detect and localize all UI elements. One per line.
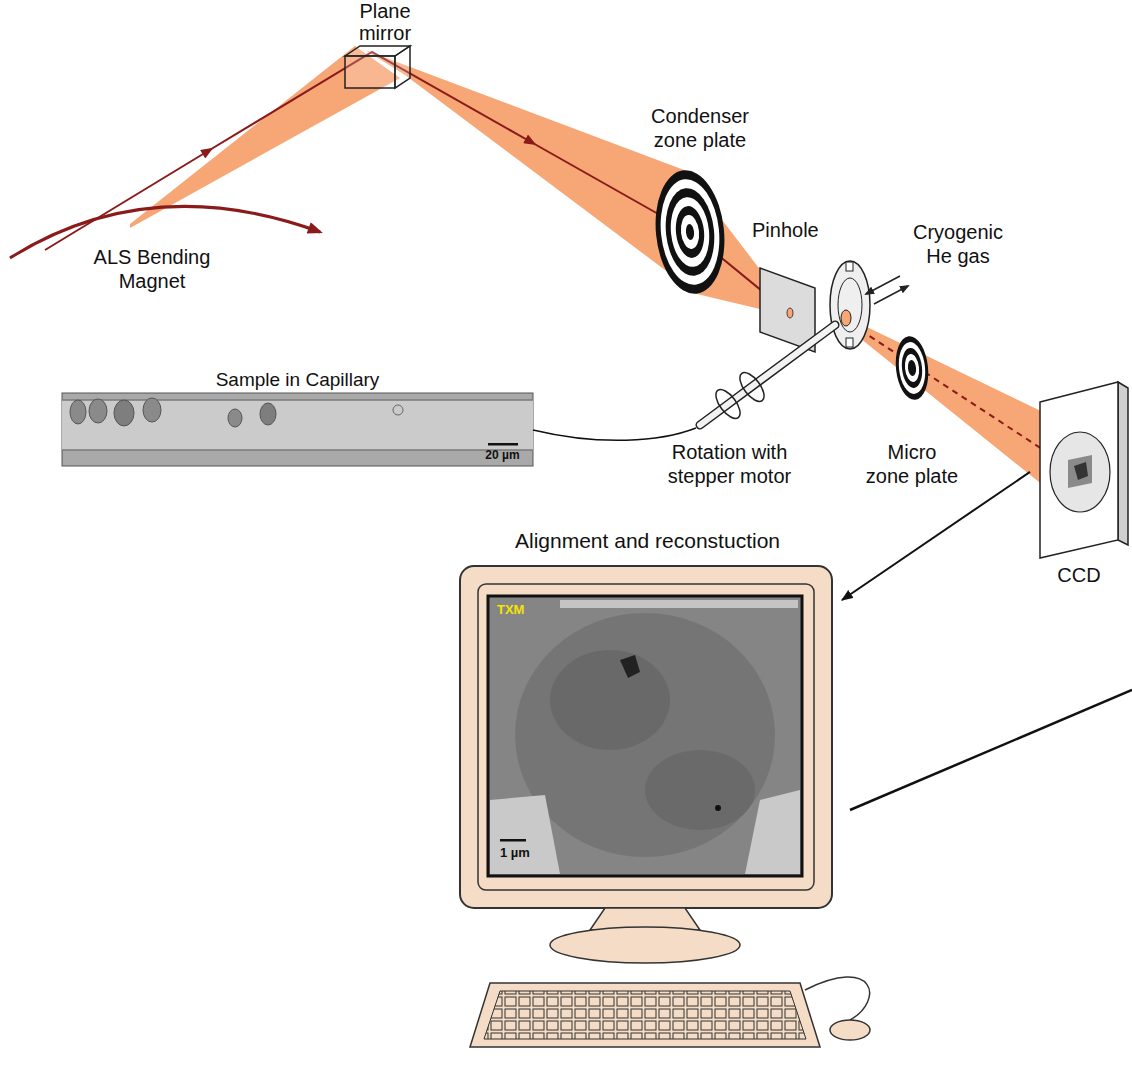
scale-bar	[500, 839, 526, 842]
ccd-image-blob	[1074, 462, 1088, 480]
cell	[228, 409, 242, 427]
part-name: CCD	[1030, 563, 1128, 587]
monitor-base	[550, 927, 740, 963]
capillary-micrograph	[62, 393, 533, 466]
mirror-front	[345, 56, 395, 88]
part-label: Plane mirror	[335, 0, 435, 44]
rotation-indicator	[711, 386, 744, 423]
zone-ring	[650, 167, 731, 297]
ccd-side	[1118, 382, 1128, 545]
monitor-heading: Alignment and reconstuction	[455, 528, 840, 553]
central-ray-dashed	[842, 318, 1068, 466]
rotation-rod	[700, 325, 835, 425]
sample-holder-wheel	[830, 261, 870, 349]
image-dot	[715, 805, 721, 811]
cell	[393, 405, 403, 415]
zone-ring	[679, 214, 700, 250]
x-ray-beam	[130, 46, 400, 228]
gas-inflow-arrow	[866, 276, 900, 294]
capillary-channel	[62, 400, 533, 450]
sample-leader-line	[533, 428, 696, 440]
micro-zone-plate	[893, 335, 932, 402]
screen-light-region	[490, 795, 560, 874]
pinhole-plate	[760, 268, 815, 352]
part-label: Micro zone plate	[864, 440, 960, 488]
zone-ring	[673, 205, 706, 260]
mouse	[830, 1020, 870, 1040]
cell-image	[515, 613, 775, 857]
ccd-window	[1050, 432, 1110, 512]
x-ray-beam	[365, 50, 697, 294]
zone-ring	[904, 353, 921, 382]
sample-position	[841, 310, 851, 326]
scale-label: 1 µm	[500, 845, 560, 861]
mirror-side	[395, 46, 410, 88]
keyboard	[470, 983, 820, 1047]
cell	[89, 399, 107, 423]
cell-image	[550, 650, 670, 750]
wheel-rim	[830, 261, 870, 349]
zone-ring	[907, 360, 917, 377]
capillary-background	[62, 393, 533, 466]
ccd-detector-drawing	[1040, 382, 1128, 558]
leader-line	[850, 690, 1132, 810]
scale-label: 20 µm	[475, 448, 530, 462]
cell	[114, 400, 134, 426]
zone-ring	[656, 176, 725, 287]
computer-drawing	[460, 566, 870, 1047]
connector-arrow	[842, 472, 1030, 600]
cell	[143, 398, 161, 422]
mouse-cable	[805, 977, 870, 1020]
part-label: Condenser zone plate	[640, 104, 760, 152]
zone-ring	[662, 186, 719, 279]
monitor-bezel	[478, 584, 814, 890]
wheel-slot	[846, 338, 853, 347]
image-tag: TXM	[497, 602, 557, 618]
wheel-ring	[838, 278, 862, 332]
rotation-indicator	[735, 369, 768, 406]
computer-monitor: Alignment and reconstuctionTXM 1 µm	[455, 528, 842, 1063]
capillary-wall	[62, 399, 533, 401]
ccd-detector: CCD	[1030, 378, 1130, 590]
pinhole	[787, 308, 793, 318]
zone-ring	[896, 341, 927, 395]
zone-ring	[667, 195, 712, 269]
wheel-slot	[846, 262, 853, 271]
condenser-zone-plate	[650, 167, 731, 297]
screen-image	[488, 596, 802, 876]
capillary-image-panel: Sample in Capillary 20 µm	[60, 368, 537, 468]
part-label: Rotation with stepper motor	[642, 440, 817, 488]
monitor-casing	[460, 566, 832, 908]
cell-image	[645, 750, 755, 830]
rotation-rod-outline	[700, 325, 835, 425]
capillary-wall	[62, 449, 533, 451]
cell	[70, 400, 86, 424]
cell	[260, 403, 276, 425]
ccd-face	[1040, 382, 1118, 558]
plane-mirror	[345, 46, 410, 88]
gas-outflow-arrow	[874, 286, 908, 304]
part-label: ALS Bending Magnet	[72, 245, 232, 293]
part-label: Cryogenic He gas	[900, 220, 1016, 268]
zone-ring	[900, 347, 924, 389]
scale-bar	[488, 443, 518, 446]
screen-image-band	[560, 600, 798, 608]
central-ray	[208, 52, 531, 151]
screen-light-region	[745, 790, 800, 874]
zone-ring	[685, 224, 695, 241]
central-ray	[45, 151, 208, 250]
panel-heading: Sample in Capillary	[60, 368, 535, 391]
part-label: Pinhole	[752, 218, 842, 242]
keyboard-keys	[484, 991, 806, 1039]
ccd-image	[1068, 455, 1092, 488]
image-blob	[620, 655, 640, 678]
zone-ring	[893, 335, 932, 402]
